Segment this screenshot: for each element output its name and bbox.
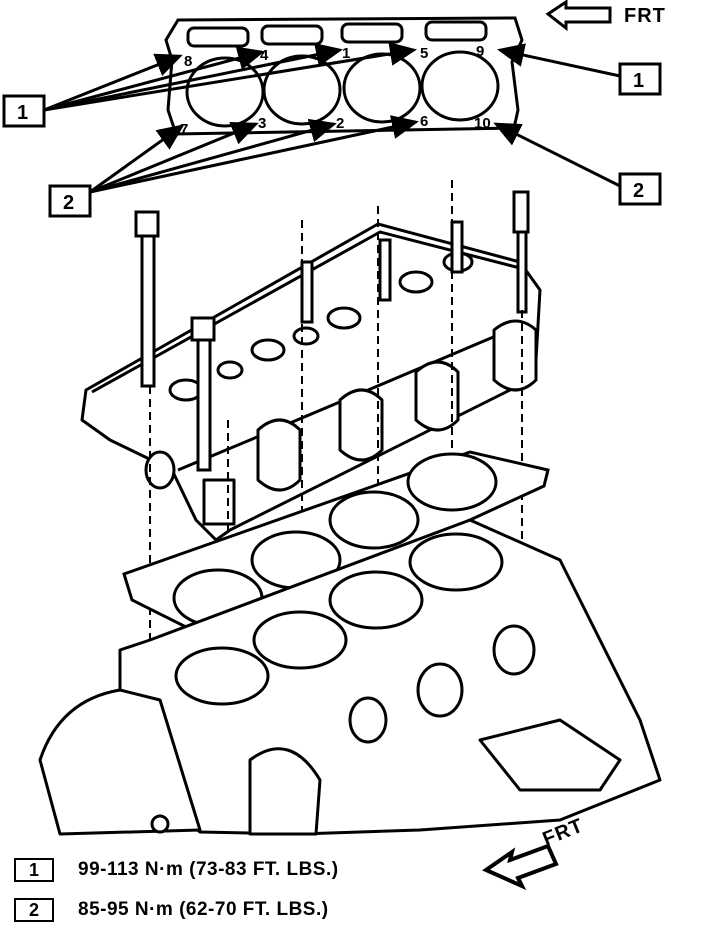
bolt-3-label: 3 — [258, 115, 266, 132]
bolt-4-label: 4 — [260, 47, 269, 64]
legend-item-1: 1 99-113 N·m (73-83 FT. LBS.) — [14, 856, 339, 884]
front-direction-indicator-bottom: FRT — [481, 815, 587, 891]
legend-key-1: 1 — [14, 858, 54, 882]
bolt-8-label: 8 — [184, 53, 192, 70]
svg-text:FRT: FRT — [624, 5, 666, 27]
leader-lines — [43, 41, 621, 194]
bolt-7-label: 7 — [180, 121, 188, 138]
bolt-9-label: 9 — [476, 43, 484, 60]
legend-key-2: 2 — [14, 898, 54, 922]
svg-text:1: 1 — [633, 70, 644, 92]
callout-1-right: 1 — [618, 62, 662, 96]
callout-2-left: 2 — [48, 184, 92, 218]
legend-text-1: 99-113 N·m (73-83 FT. LBS.) — [78, 859, 339, 880]
legend-item-2: 2 85-95 N·m (62-70 FT. LBS.) — [14, 896, 329, 924]
svg-text:1: 1 — [17, 102, 28, 124]
svg-text:2: 2 — [633, 180, 644, 202]
callout-2-right: 2 — [618, 172, 662, 206]
bolt-10-label: 10 — [474, 115, 491, 132]
front-direction-indicator-top: FRT — [545, 0, 666, 32]
bolt-1-label: 1 — [342, 45, 350, 62]
bolt-2-label: 2 — [336, 115, 344, 132]
svg-text:2: 2 — [63, 192, 74, 214]
bolt-5-label: 5 — [420, 45, 428, 62]
engine-block — [38, 518, 662, 836]
head-bolts — [134, 190, 530, 472]
legend-text-2: 85-95 N·m (62-70 FT. LBS.) — [78, 899, 329, 920]
callout-1-left: 1 — [2, 94, 46, 128]
bolt-6-label: 6 — [420, 113, 428, 130]
